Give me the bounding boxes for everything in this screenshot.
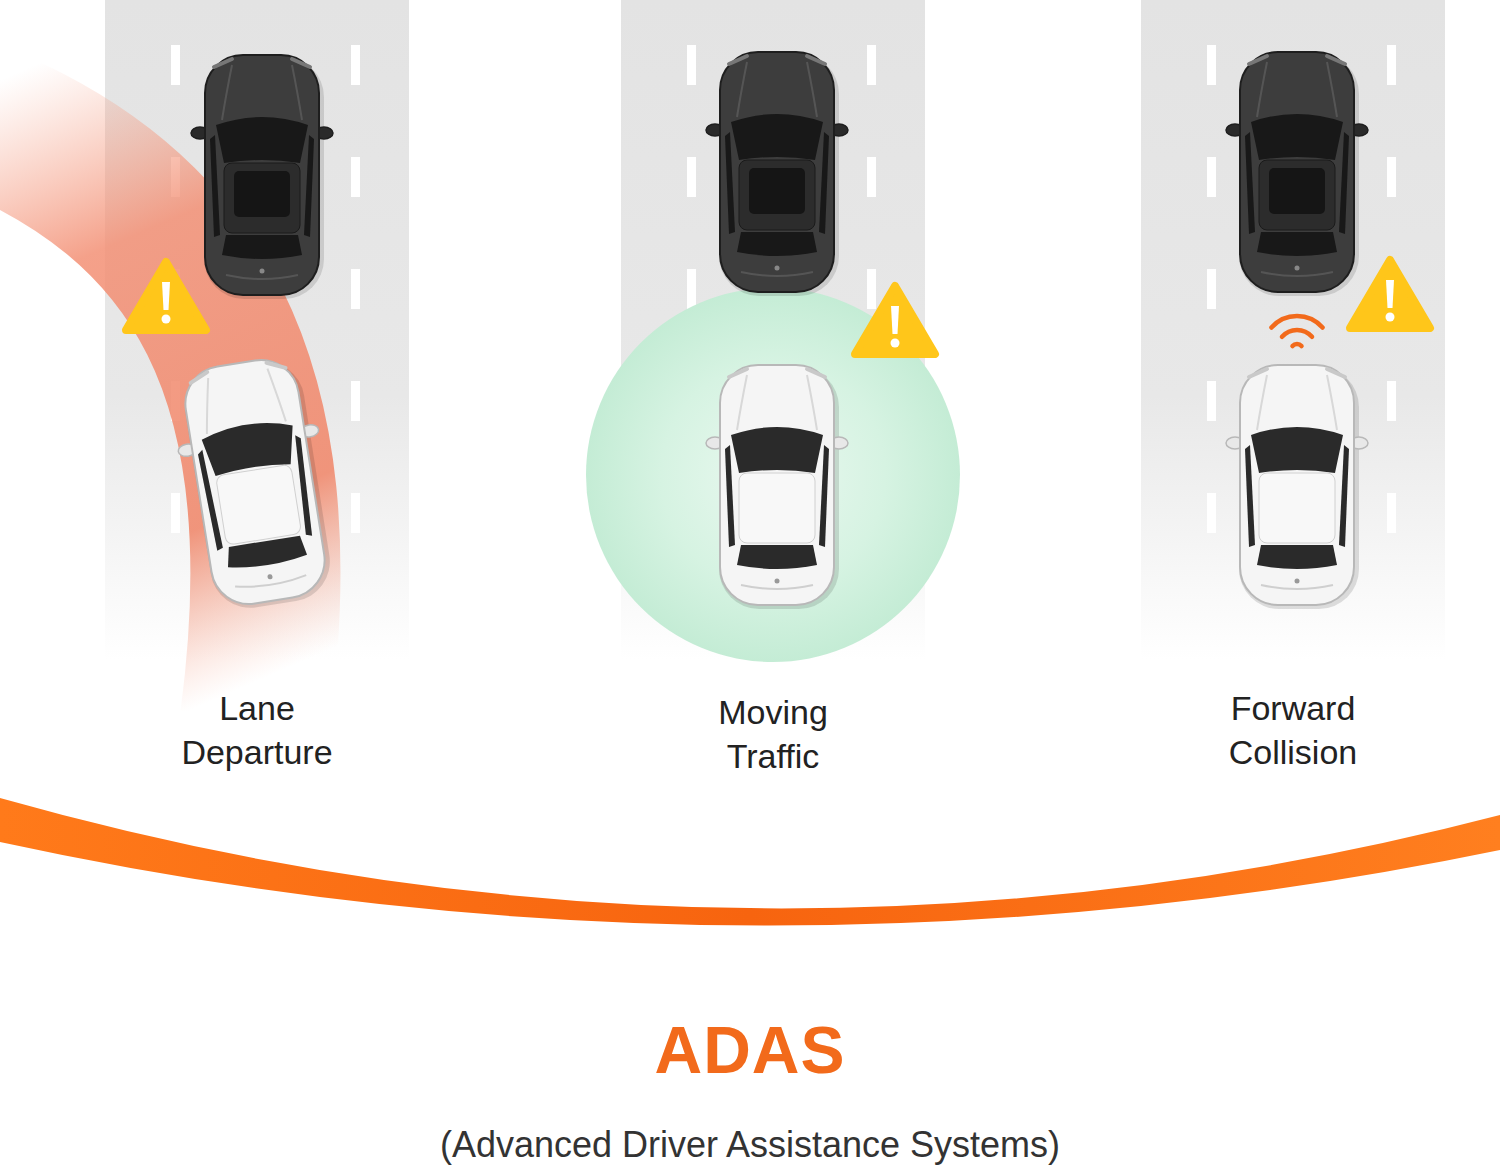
- lane-dash: [1387, 381, 1396, 421]
- lane-dash: [1387, 493, 1396, 533]
- lane-dash: [1207, 381, 1216, 421]
- lane-dash: [1207, 45, 1216, 85]
- lane-dash: [687, 157, 696, 197]
- white-car: [706, 365, 848, 609]
- panel-label: Moving Traffic: [673, 690, 873, 778]
- dark-car: [706, 52, 848, 296]
- lane-dash: [1387, 157, 1396, 197]
- white-car: [166, 352, 344, 615]
- lane-dash: [171, 493, 180, 533]
- lane-dash: [351, 269, 360, 309]
- white-car: [1226, 365, 1368, 609]
- lane-dash: [687, 45, 696, 85]
- lane-dash: [867, 269, 876, 309]
- road: [1141, 0, 1445, 660]
- panel-label: Forward Collision: [1193, 686, 1393, 774]
- warning-icon: [855, 286, 935, 354]
- dark-car: [191, 55, 333, 299]
- lane-dash: [1207, 269, 1216, 309]
- lane-dash: [351, 493, 360, 533]
- radar-waves: [1271, 316, 1322, 346]
- lane-dash: [867, 157, 876, 197]
- lane-dash: [351, 157, 360, 197]
- warning-icon: [1350, 260, 1430, 328]
- lane-dash: [171, 45, 180, 85]
- dark-car: [1226, 52, 1368, 296]
- lane-dash: [867, 45, 876, 85]
- lane-dash: [1387, 45, 1396, 85]
- diagram-title: ADAS: [0, 1012, 1500, 1088]
- panel-label: Lane Departure: [157, 686, 357, 774]
- swoosh-band: [0, 798, 1500, 926]
- lane-dash: [351, 381, 360, 421]
- warning-icon: [126, 262, 206, 330]
- lane-dash: [351, 45, 360, 85]
- lane-dash: [1207, 493, 1216, 533]
- diagram-caption: (Advanced Driver Assistance Systems): [0, 1124, 1500, 1166]
- lane-dash: [687, 269, 696, 309]
- lane-dash: [1207, 157, 1216, 197]
